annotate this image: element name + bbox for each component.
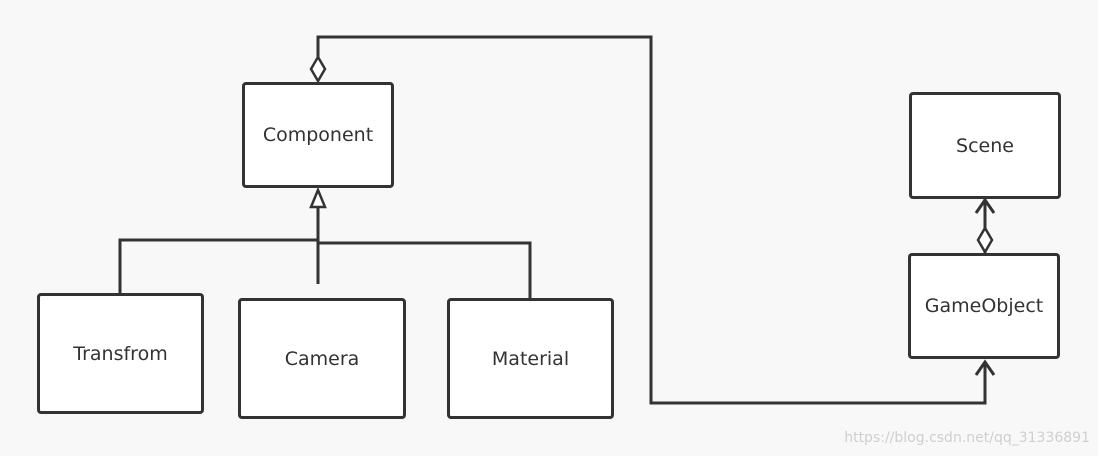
arrow-head-gameobject (974, 359, 996, 376)
node-scene: Scene (909, 92, 1061, 199)
inherit-line-transfrom (118, 238, 318, 293)
aggregation-diamond-component (309, 54, 327, 84)
node-component-label: Component (262, 124, 374, 146)
node-gameobject: GameObject (908, 253, 1060, 359)
watermark-text: https://blog.csdn.net/qq_31336891 (844, 430, 1090, 446)
node-scene-label: Scene (956, 134, 1014, 157)
inheritance-triangle (309, 186, 327, 209)
node-camera-label: Camera (284, 347, 360, 370)
node-transfrom: Transfrom (37, 293, 204, 414)
aggregation-diamond-gameobject (976, 225, 994, 255)
node-component: Component (242, 82, 394, 188)
node-material: Material (447, 298, 614, 419)
aggregation-line-gameobject (316, 35, 987, 405)
node-gameobject-label: GameObject (924, 295, 1044, 317)
arrow-head-scene (974, 197, 996, 214)
node-transfrom-label: Transfrom (73, 342, 168, 365)
inherit-line-material (318, 241, 532, 298)
node-material-label: Material (491, 347, 570, 370)
node-camera: Camera (238, 298, 406, 419)
